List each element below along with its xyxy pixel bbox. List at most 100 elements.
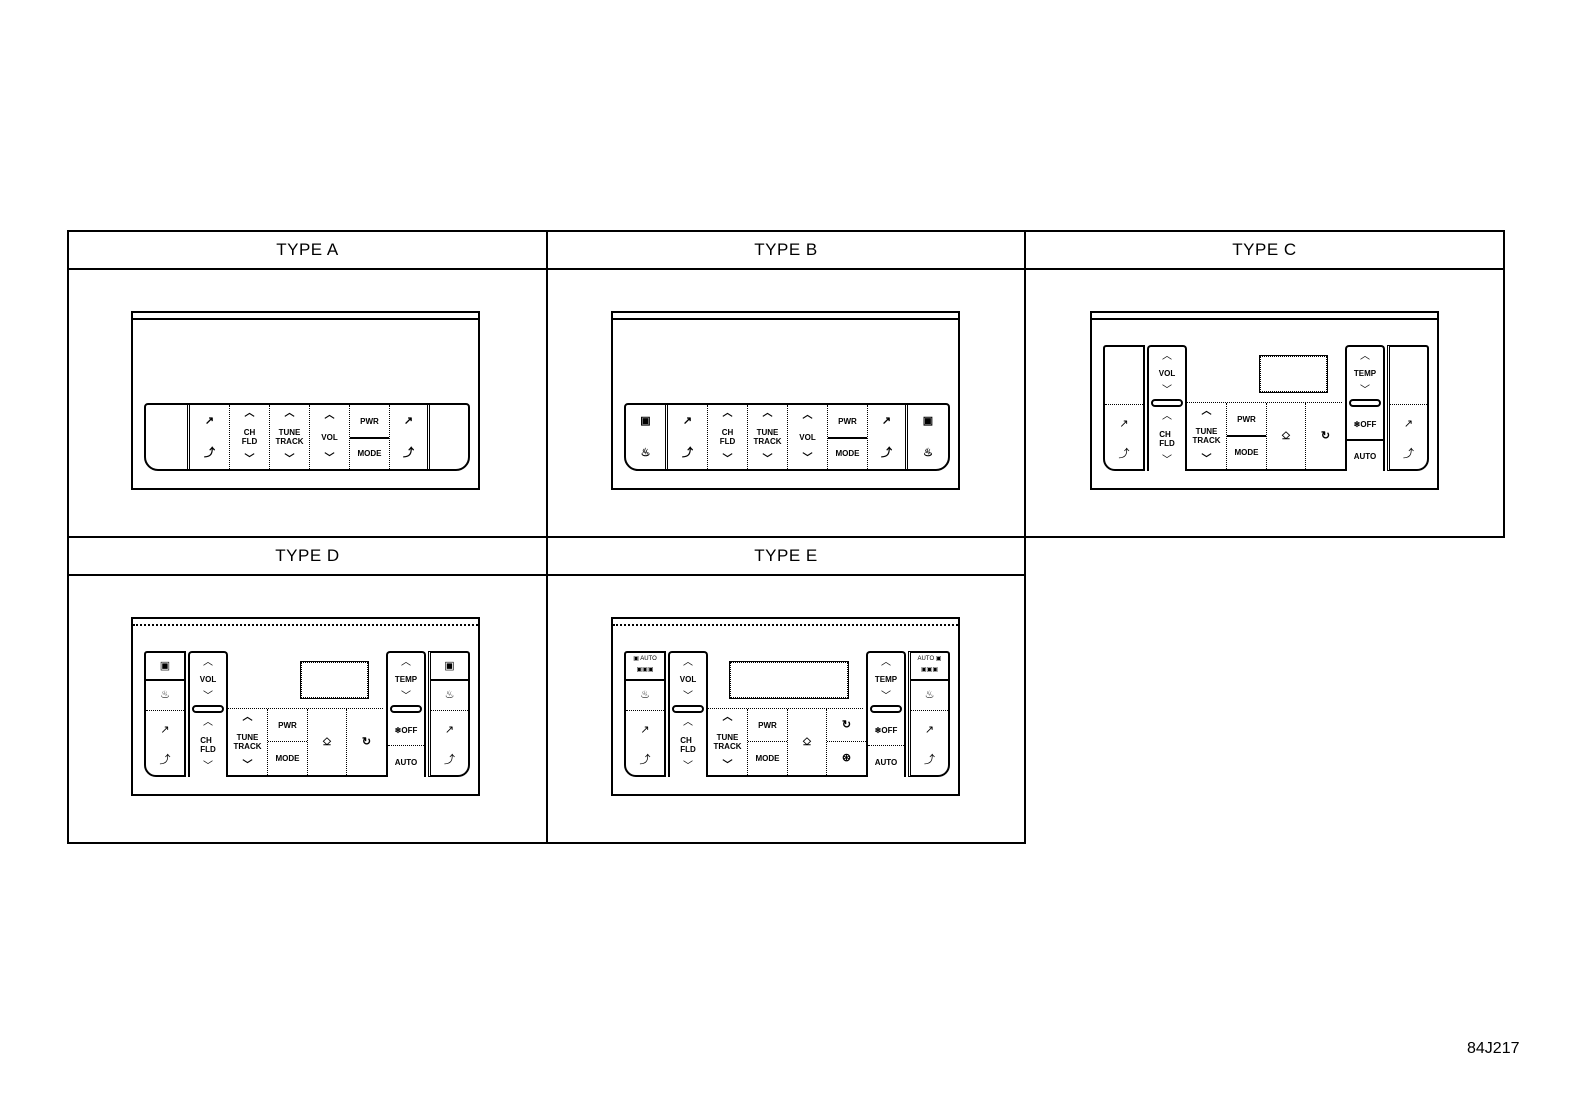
seat-heat-button-right[interactable]: ♨ <box>911 681 948 709</box>
down-arrow-icon: ﹀ <box>324 452 335 464</box>
up-arrow-icon: ︿ <box>401 657 411 669</box>
vol-button[interactable]: ︿ VOL ﹀ <box>190 655 226 705</box>
temp-column: ︿ TEMP ﹀ ❄OFF AUTO <box>386 651 426 777</box>
display-screen <box>729 661 849 699</box>
up-arrow-icon: ︿ <box>722 712 733 724</box>
vol-button[interactable]: ︿ VOL ﹀ <box>1149 349 1185 399</box>
temp-button[interactable]: ︿ TEMP ﹀ <box>868 655 904 705</box>
fresh-air-icon[interactable]: ⊛ <box>841 752 852 764</box>
up-arrow-icon: ︿ <box>203 657 213 669</box>
seat-button-left[interactable]: ↗ ⤴ <box>626 715 664 775</box>
pwr-mode-button[interactable]: PWR MODE <box>748 709 788 775</box>
seat-heat-button-left[interactable]: ♨ <box>146 681 184 709</box>
seat-button-right[interactable]: ↗ ⤴ <box>911 715 948 775</box>
ac-off-button[interactable]: ❄OFF <box>1347 409 1383 439</box>
seat-button-left[interactable]: ↗ ⤴ <box>668 405 708 469</box>
indicator-icon: ▣ <box>159 659 171 672</box>
indicator-icon: ▣ <box>922 414 934 427</box>
indicator-icon: ▣ <box>935 656 942 662</box>
pwr-mode-button[interactable]: PWR MODE <box>268 709 308 775</box>
up-arrow-icon: ︿ <box>1162 351 1172 363</box>
defrost-icon: ⎐ <box>802 735 812 748</box>
heater-seat-button-left[interactable]: ▣ ♨ <box>626 405 668 469</box>
vol-button[interactable]: ︿ VOL ﹀ <box>310 405 350 469</box>
auto-fan-indicator-right[interactable]: AUTO ▣ ▣▣▣ <box>911 654 948 678</box>
indicator-icon: ▣ <box>636 667 643 673</box>
seat-button-right[interactable]: ↗ ⤴ <box>1390 409 1427 469</box>
vol-button[interactable]: ︿ VOL ﹀ <box>788 405 828 469</box>
temp-button[interactable]: ︿ TEMP ﹀ <box>1347 349 1383 399</box>
auto-button[interactable]: AUTO <box>388 747 424 777</box>
defrost-icon: ⎐ <box>1281 429 1291 442</box>
seat-button-left[interactable]: ↗ ⤴ <box>146 715 184 775</box>
mode-label: MODE <box>755 754 780 763</box>
down-arrow-icon: ﹀ <box>1360 384 1370 396</box>
temp-column: ︿ TEMP ﹀ ❄OFF AUTO <box>866 651 906 777</box>
seat-tilt-icon: ⤴ <box>924 753 935 766</box>
defrost-button[interactable]: ⎐ <box>1267 403 1306 469</box>
cell-type-e: TYPE E ▣ AUTO ▣▣▣ ♨ ↗ <box>546 536 1026 844</box>
blank-button-right[interactable] <box>430 405 468 469</box>
temp-knob-indicator <box>870 705 902 713</box>
type-c-header: TYPE C <box>1026 232 1503 270</box>
temp-column: ︿ TEMP ﹀ ❄OFF AUTO <box>1345 345 1385 471</box>
seat-tilt-icon: ⤴ <box>403 446 414 459</box>
heater-seat-button-right[interactable]: ▣ ♨ <box>908 405 948 469</box>
seat-heat-icon: ♨ <box>444 688 455 701</box>
off-label: ❄OFF <box>874 725 898 735</box>
auto-button[interactable]: AUTO <box>1347 441 1383 471</box>
panel-type-e: ▣ AUTO ▣▣▣ ♨ ↗ ⤴ ︿ <box>611 617 960 796</box>
ac-off-button[interactable]: ❄OFF <box>868 715 904 745</box>
vol-button[interactable]: ︿ VOL ﹀ <box>670 655 706 705</box>
up-arrow-icon: ︿ <box>242 712 253 724</box>
seat-button-left[interactable]: ↗ ⤴ <box>190 405 230 469</box>
pwr-mode-button[interactable]: PWR MODE <box>1227 403 1267 469</box>
down-arrow-icon: ﹀ <box>284 454 295 465</box>
auto-button[interactable]: AUTO <box>868 747 904 777</box>
seat-heat-button-left[interactable]: ♨ <box>626 681 664 709</box>
seat-button-left[interactable]: ↗ ⤴ <box>1105 409 1143 469</box>
indicator-icon: ▣ <box>633 656 639 662</box>
track-label: TRACK <box>713 741 742 751</box>
recirc-button[interactable]: ↻ <box>347 709 386 775</box>
indicator-button-right[interactable]: ▣ <box>431 653 468 679</box>
vol-knob-indicator <box>672 705 704 713</box>
up-arrow-icon: ︿ <box>722 408 733 419</box>
seat-button-right[interactable]: ↗ ⤴ <box>390 405 430 469</box>
indicator-button-left[interactable]: ▣ <box>146 653 184 679</box>
recirc-icon[interactable]: ↻ <box>841 719 852 731</box>
pwr-mode-button[interactable]: PWR MODE <box>828 405 868 469</box>
recirc-button[interactable]: ↻ <box>1306 403 1345 469</box>
temp-button[interactable]: ︿ TEMP ﹀ <box>388 655 424 705</box>
blank-button-left[interactable] <box>146 405 190 469</box>
ac-off-button[interactable]: ❄OFF <box>388 715 424 745</box>
indicator-icon: ▣ <box>642 667 648 673</box>
auto-fan-indicator-left[interactable]: ▣ AUTO ▣▣▣ <box>626 654 664 678</box>
seat-heat-button-right[interactable]: ♨ <box>431 681 468 709</box>
seat-button-right[interactable]: ↗ ⤴ <box>431 715 468 775</box>
pwr-mode-button[interactable]: PWR MODE <box>350 405 390 469</box>
seat-button-right[interactable]: ↗ ⤴ <box>868 405 908 469</box>
pwr-label: PWR <box>360 416 379 426</box>
seat-back-icon: ↗ <box>924 723 935 736</box>
seat-tilt-icon: ⤴ <box>204 446 215 459</box>
seat-back-icon: ↗ <box>640 723 650 736</box>
diagram-code: 84J217 <box>1467 1040 1520 1057</box>
ch-label: CH <box>721 428 734 437</box>
defrost-button[interactable]: ⎐ <box>308 709 347 775</box>
defrost-button[interactable]: ⎐ <box>788 709 827 775</box>
track-label: TRACK <box>753 437 782 446</box>
up-arrow-icon: ︿ <box>1162 411 1172 423</box>
